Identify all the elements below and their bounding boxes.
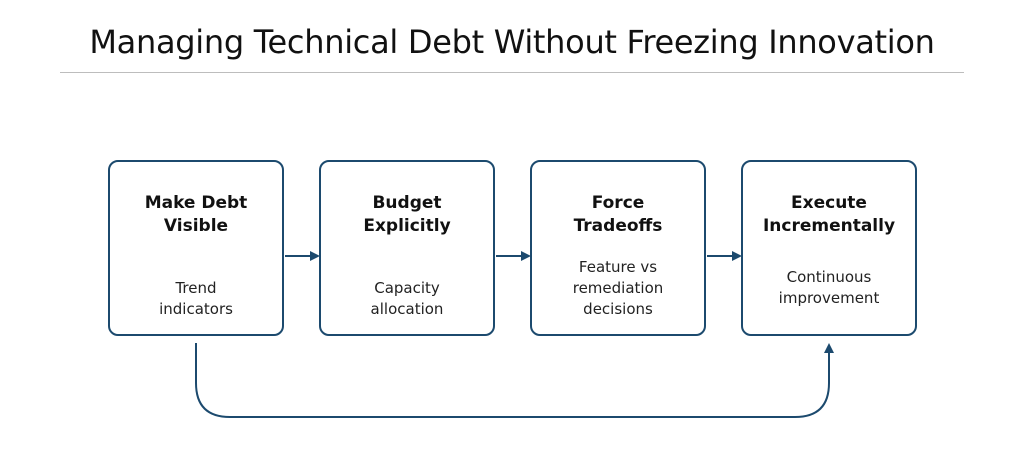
step-title: Make Debt Visible <box>144 193 248 236</box>
step-title: Execute Incrementally <box>762 193 896 236</box>
title-divider <box>60 72 964 73</box>
step-description: Feature vs remediation decisions <box>572 258 664 318</box>
feedback-loop-arrow <box>195 343 834 418</box>
step-budget-explicitly: Budget Explicitly Capacity allocation <box>319 160 495 336</box>
step-title: Budget Explicitly <box>363 193 451 236</box>
step-title: Force Tradeoffs <box>573 193 663 236</box>
step-description: Continuous improvement <box>778 268 880 307</box>
step-force-tradeoffs: Force Tradeoffs Feature vs remediation d… <box>530 160 706 336</box>
step-execute-incrementally: Execute Incrementally Continuous improve… <box>741 160 917 336</box>
page-title: Managing Technical Debt Without Freezing… <box>89 23 935 61</box>
step-make-debt-visible: Make Debt Visible Trend indicators <box>108 160 284 336</box>
step-description: Capacity allocation <box>370 279 444 318</box>
step-description: Trend indicators <box>159 279 233 318</box>
